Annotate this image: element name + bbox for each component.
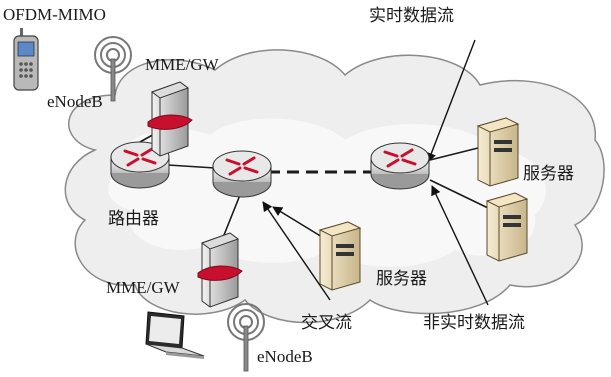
router-label: 路由器 <box>108 209 159 229</box>
realtime-arrow <box>426 39 476 163</box>
laptop-icon <box>145 311 205 359</box>
nonrealtime-flow-label: 非实时数据流 <box>423 313 525 333</box>
network-cloud <box>64 49 605 324</box>
enodeb-top-antenna-icon <box>94 36 132 102</box>
mme-gw-top-device <box>147 81 193 157</box>
link-router1-router2 <box>167 164 216 169</box>
enodeb-top-label: eNodeB <box>47 92 103 111</box>
nonrealtime-arrow <box>431 185 489 306</box>
router-3 <box>370 142 430 190</box>
server-center <box>318 221 362 291</box>
link-router3-server-bottom <box>429 179 489 209</box>
ofdm-mimo-label: OFDM-MIMO <box>3 5 106 24</box>
realtime-flow-label: 实时数据流 <box>369 6 454 26</box>
server-right-top-label: 服务器 <box>523 164 574 184</box>
cross-flow-arrow-2 <box>272 206 328 241</box>
flow-arrows <box>262 39 489 306</box>
link-router3-server-top <box>429 147 479 161</box>
enodeb-bottom-antenna-icon <box>227 303 265 372</box>
server-center-label: 服务器 <box>376 269 427 289</box>
server-right-top <box>476 117 520 187</box>
mme-gw-top-label: MME/GW <box>145 55 219 74</box>
mobile-phone-icon <box>13 28 39 91</box>
cross-flow-arrow-1 <box>262 201 331 301</box>
enodeb-bottom-label: eNodeB <box>257 347 313 366</box>
link-router2-gw-bottom <box>221 194 241 241</box>
server-right-bottom <box>485 192 529 262</box>
mme-gw-bottom-device <box>197 232 243 308</box>
router-2 <box>212 150 272 198</box>
mme-gw-bottom-label: MME/GW <box>106 278 180 297</box>
cross-flow-label: 交叉流 <box>301 313 352 333</box>
